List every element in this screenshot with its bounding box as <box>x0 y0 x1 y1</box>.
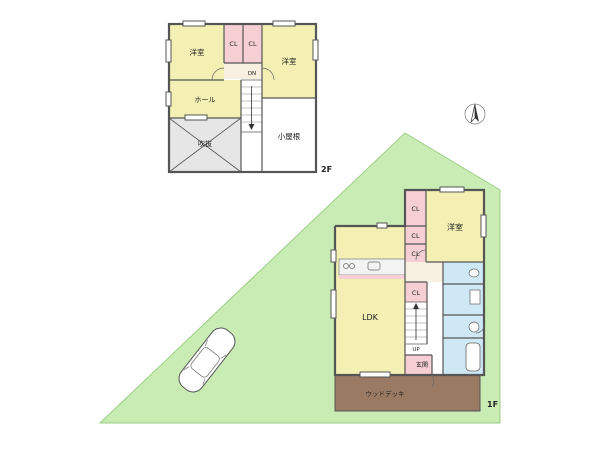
closet-2f-left <box>224 24 243 63</box>
void-cross-2 <box>168 117 242 173</box>
room-bedroom-1f <box>426 190 484 262</box>
floor2-building: 洋室 洋室 CL CL DN ホール 吹抜 小屋根 2F <box>165 20 332 174</box>
floor2-label: 2F <box>321 165 332 174</box>
closet-1f-3 <box>405 244 426 262</box>
closet-1f-4 <box>405 282 427 302</box>
floor1-label: 1F <box>487 400 498 409</box>
ldk-label: LDK <box>362 313 379 322</box>
closet-2f-right-label: CL <box>248 40 257 48</box>
stove-icon <box>343 263 349 269</box>
toilet-icon <box>468 268 480 278</box>
washbasin-icon <box>469 289 481 305</box>
room-ldk <box>335 226 405 375</box>
bedroom-2f-left-label: 洋室 <box>190 47 205 57</box>
sink-icon <box>367 261 381 271</box>
attic-label: 小屋根 <box>278 131 301 141</box>
closet-1f-1-label: CL <box>411 205 420 213</box>
bedroom-1f-label: 洋室 <box>447 222 463 232</box>
room-hall-2f <box>169 80 241 118</box>
closet-1f-2 <box>405 226 426 244</box>
stove-icon <box>349 263 355 269</box>
stair-up-label: UP <box>412 347 420 353</box>
door-swings-2f <box>211 67 275 81</box>
kitchen-counter <box>338 258 406 276</box>
car-icon <box>178 327 236 393</box>
room-bedroom-2f-left <box>169 24 224 80</box>
bedroom-2f-right-label: 洋室 <box>282 56 297 66</box>
windows-2f <box>165 20 319 121</box>
floor1-building: 洋室 LDK CL CL CL CL UP 玄関 ウッドデッキ 1F <box>330 186 498 412</box>
closet-2f-left-label: CL <box>229 40 238 48</box>
stair-dn-label: DN <box>248 71 256 77</box>
room-bedroom-2f-right <box>262 24 316 98</box>
hall-1f <box>405 262 443 282</box>
toilet-room <box>443 262 484 284</box>
door-swings-1f <box>415 249 485 388</box>
closet-1f-4-label: CL <box>412 289 421 297</box>
closet-2f-right <box>243 24 262 63</box>
partitions-1f <box>404 190 484 375</box>
entrance-1f <box>405 355 432 375</box>
north-arrow-icon <box>464 103 486 125</box>
partitions-2f <box>169 24 316 172</box>
landing-2f <box>224 63 262 79</box>
stair-2f-arrow-head <box>248 124 255 130</box>
stairwell-label: 吹抜 <box>198 139 212 148</box>
closet-1f-1 <box>405 190 426 226</box>
washer-icon <box>468 321 480 333</box>
wood-deck <box>334 374 481 412</box>
closet-1f-2-label: CL <box>411 232 420 240</box>
closet-1f-3-label: CL <box>411 250 420 258</box>
kitchen-strip <box>339 275 405 279</box>
attic-area <box>262 98 316 172</box>
entrance-label: 玄関 <box>416 361 428 369</box>
hall-2f-label: ホール <box>195 96 216 104</box>
stair-arrow-head <box>413 303 419 309</box>
bathtub-icon <box>465 342 481 372</box>
deck-label: ウッドデッキ <box>366 389 405 398</box>
windows-1f <box>330 186 487 378</box>
